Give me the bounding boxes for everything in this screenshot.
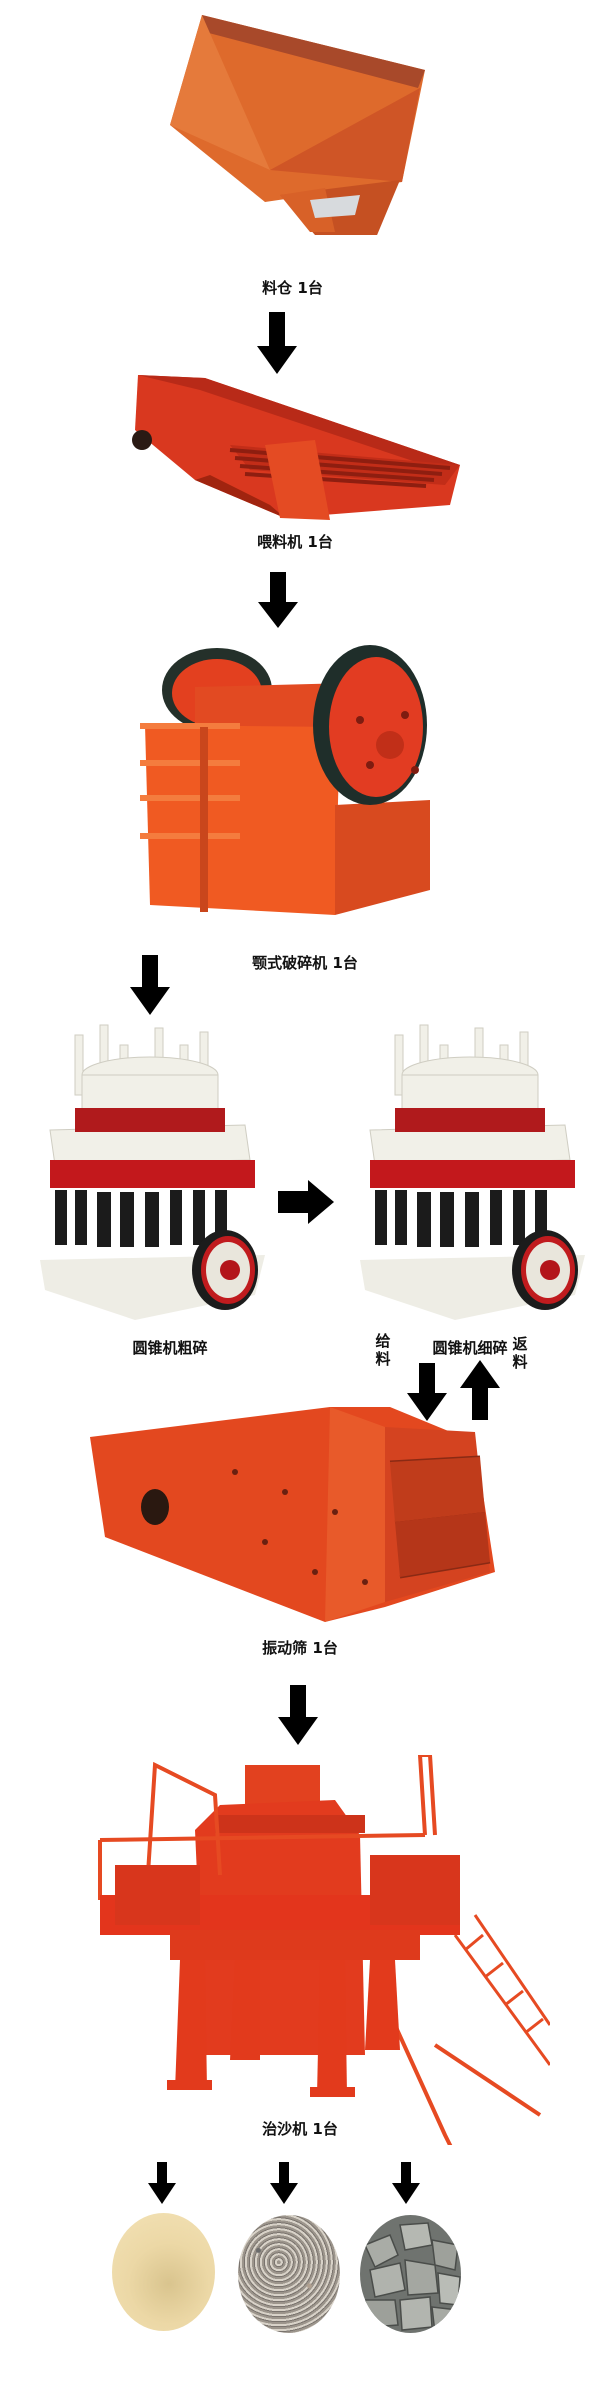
feed-label: 给料 [375, 1332, 391, 1368]
hopper-image [160, 10, 430, 235]
hopper-icon [170, 15, 425, 235]
jaw-crusher-image [140, 635, 460, 920]
arrow-down-icon [130, 955, 170, 1015]
sand-pile-icon [112, 2213, 215, 2331]
step-label-cone-fine: 圆锥机细碎 [432, 1339, 508, 1357]
arrow-down-icon [258, 572, 298, 628]
step-label-hopper: 料仓 1台 [262, 279, 323, 297]
cone-crusher-fine-image [355, 1020, 590, 1330]
vibrating-screen-icon [90, 1407, 495, 1622]
return-label: 返料 [512, 1335, 528, 1371]
arrow-down-icon [257, 312, 297, 374]
arrow-down-icon [148, 2162, 176, 2204]
step-label-jaw-crusher: 颚式破碎机 1台 [252, 954, 358, 972]
arrow-right-icon [278, 1180, 334, 1224]
arrow-down-icon [270, 2162, 298, 2204]
gravel-icon [238, 2215, 340, 2333]
vibrating-screen-image [85, 1402, 500, 1627]
cone-crusher-icon [360, 1024, 585, 1320]
cone-crusher-coarse-image [35, 1020, 270, 1330]
cone-crusher-icon [40, 1024, 265, 1320]
step-label-sand-maker: 治沙机 1台 [262, 2120, 338, 2138]
vibrating-feeder-icon [132, 375, 460, 520]
arrow-down-icon [392, 2162, 420, 2204]
arrow-down-icon [407, 1363, 447, 1421]
arrow-up-icon [460, 1360, 500, 1420]
feeder-image [120, 370, 465, 520]
sand-making-machine-icon [98, 1755, 550, 2145]
sand-maker-image [95, 1755, 550, 2145]
step-label-feeder: 喂料机 1台 [257, 533, 333, 551]
step-label-cone-coarse: 圆锥机粗碎 [132, 1339, 208, 1357]
step-label-vibrating-screen: 振动筛 1台 [262, 1639, 338, 1657]
crushed-stone-icon [360, 2215, 461, 2333]
arrow-down-icon [278, 1685, 318, 1745]
jaw-crusher-icon [140, 645, 430, 915]
